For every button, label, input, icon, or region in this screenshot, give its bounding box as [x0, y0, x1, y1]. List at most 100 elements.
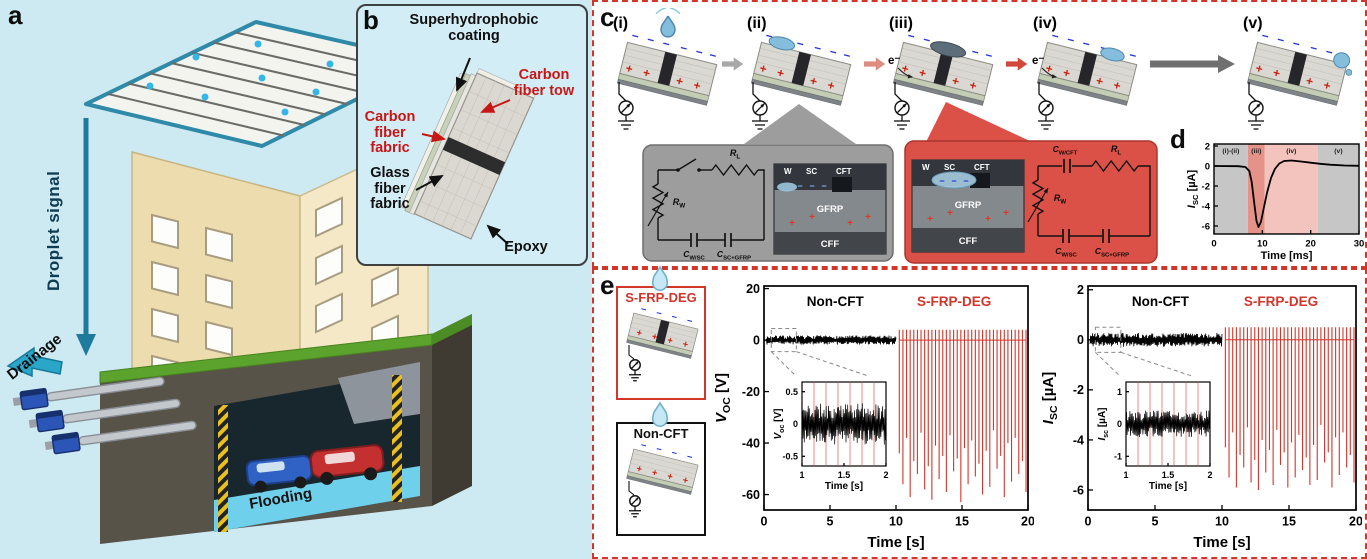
svg-text:−: −	[1260, 28, 1270, 43]
svg-text:+: +	[900, 61, 910, 76]
svg-text:10: 10	[1215, 515, 1229, 529]
svg-text:0: 0	[1117, 419, 1122, 429]
svg-text:+: +	[666, 335, 674, 347]
svg-text:1: 1	[799, 470, 804, 480]
svg-text:+: +	[692, 78, 702, 93]
svg-text:CW/CFT: CW/CFT	[1053, 144, 1078, 156]
svg-text:RL: RL	[1111, 144, 1122, 157]
svg-text:CFT: CFT	[836, 167, 852, 176]
glass-fiber-fabric-label: Glass fiber fabric	[370, 165, 410, 213]
svg-text:+: +	[918, 65, 928, 80]
hazard-pillar	[392, 375, 402, 502]
svg-text:−: −	[951, 176, 956, 186]
legend-s-frp-deg: S-FRP-DEG −−−−++++	[616, 286, 706, 400]
svg-text:2: 2	[1207, 470, 1212, 480]
svg-text:+: +	[681, 475, 689, 487]
svg-text:0: 0	[1085, 515, 1092, 529]
drainage-pipes	[12, 376, 197, 455]
svg-text:−: −	[646, 32, 656, 47]
panel-c-label: c	[600, 2, 615, 32]
svg-text:0: 0	[761, 515, 768, 529]
svg-text:(v): (v)	[1334, 148, 1342, 155]
legend-s-frp-deg-label: S-FRP-DEG	[625, 290, 697, 305]
svg-text:Time [s]: Time [s]	[1149, 481, 1187, 492]
svg-text:+: +	[809, 212, 815, 223]
green-roof-side	[432, 314, 472, 345]
svg-text:e⁻: e⁻	[888, 55, 900, 67]
svg-text:RW: RW	[673, 197, 686, 210]
svg-text:+: +	[642, 65, 652, 80]
svg-text:−: −	[655, 444, 663, 456]
svg-text:−: −	[1128, 48, 1138, 63]
svg-text:1.5: 1.5	[838, 470, 851, 480]
svg-text:-60: -60	[742, 488, 760, 502]
svg-text:−: −	[939, 176, 944, 186]
panel-d-label: d	[1170, 124, 1186, 154]
droplet-icon	[651, 265, 669, 291]
svg-text:+: +	[1095, 74, 1105, 89]
carbon-fiber-tow-label: Carbon fiber tow	[513, 67, 575, 99]
svg-text:−: −	[1050, 28, 1060, 43]
svg-text:0: 0	[753, 333, 760, 347]
svg-text:RW: RW	[1054, 193, 1067, 206]
svg-text:+: +	[635, 464, 643, 476]
svg-text:+: +	[1322, 78, 1332, 93]
legend-slab-illustration: −−−−++++	[626, 304, 699, 382]
svg-text:15: 15	[1282, 515, 1296, 529]
svg-text:+: +	[985, 214, 991, 225]
svg-text:−: −	[922, 32, 932, 47]
carbon-fiber-fabric-label: Carbon fiber fabric	[364, 109, 416, 157]
svg-text:+: +	[776, 65, 786, 80]
svg-text:20: 20	[1349, 515, 1362, 529]
stage-illustration: (ii)−−−−−−++++	[747, 15, 852, 130]
stage-iii: (iii)−−−−−−++++e⁻	[886, 8, 998, 148]
blue-car	[245, 455, 313, 493]
svg-text:−: −	[970, 44, 980, 59]
svg-text:+: +	[1062, 65, 1072, 80]
svg-text:−: −	[670, 448, 678, 460]
svg-text:-6: -6	[1073, 483, 1084, 497]
svg-text:W: W	[922, 163, 930, 172]
stage-arrow-2	[864, 57, 886, 71]
svg-text:−: −	[639, 441, 647, 452]
svg-text:CFF: CFF	[959, 236, 978, 247]
svg-text:1.5: 1.5	[1162, 470, 1175, 480]
svg-text:CFF: CFF	[821, 239, 840, 250]
svg-text:+: +	[947, 208, 953, 219]
carbon-fiber-tow	[442, 136, 506, 176]
svg-text:−: −	[1066, 32, 1076, 47]
svg-text:−: −	[813, 41, 823, 56]
svg-text:10: 10	[889, 515, 903, 529]
svg-text:Non-CFT: Non-CFT	[1132, 294, 1190, 309]
svg-text:CW/SC: CW/SC	[683, 249, 705, 261]
svg-text:0: 0	[1205, 161, 1210, 172]
svg-text:+: +	[1272, 65, 1282, 80]
svg-text:2: 2	[883, 470, 888, 480]
svg-text:+: +	[624, 61, 634, 76]
coating-label: Superhydrophobic coating	[409, 12, 539, 44]
svg-text:e⁻: e⁻	[1032, 55, 1044, 67]
svg-text:(v): (v)	[1243, 15, 1263, 32]
svg-text:CW/SC: CW/SC	[1055, 246, 1077, 258]
svg-text:10: 10	[1257, 239, 1268, 250]
svg-text:−: −	[797, 181, 802, 191]
svg-text:30: 30	[1354, 239, 1364, 250]
svg-text:0: 0	[1077, 333, 1084, 347]
svg-text:−: −	[686, 316, 694, 328]
svg-text:−: −	[639, 305, 647, 316]
svg-text:−: −	[1324, 44, 1334, 59]
legend-slab-illustration: −−−−++++	[626, 440, 699, 518]
svg-text:(iii): (iii)	[1251, 148, 1261, 155]
svg-text:VOC [V]: VOC [V]	[713, 373, 733, 423]
svg-text:+: +	[681, 339, 689, 351]
legend-non-cft-label: Non-CFT	[633, 426, 689, 441]
svg-text:-1: -1	[1114, 451, 1122, 461]
svg-text:Time [s]: Time [s]	[1193, 534, 1250, 551]
